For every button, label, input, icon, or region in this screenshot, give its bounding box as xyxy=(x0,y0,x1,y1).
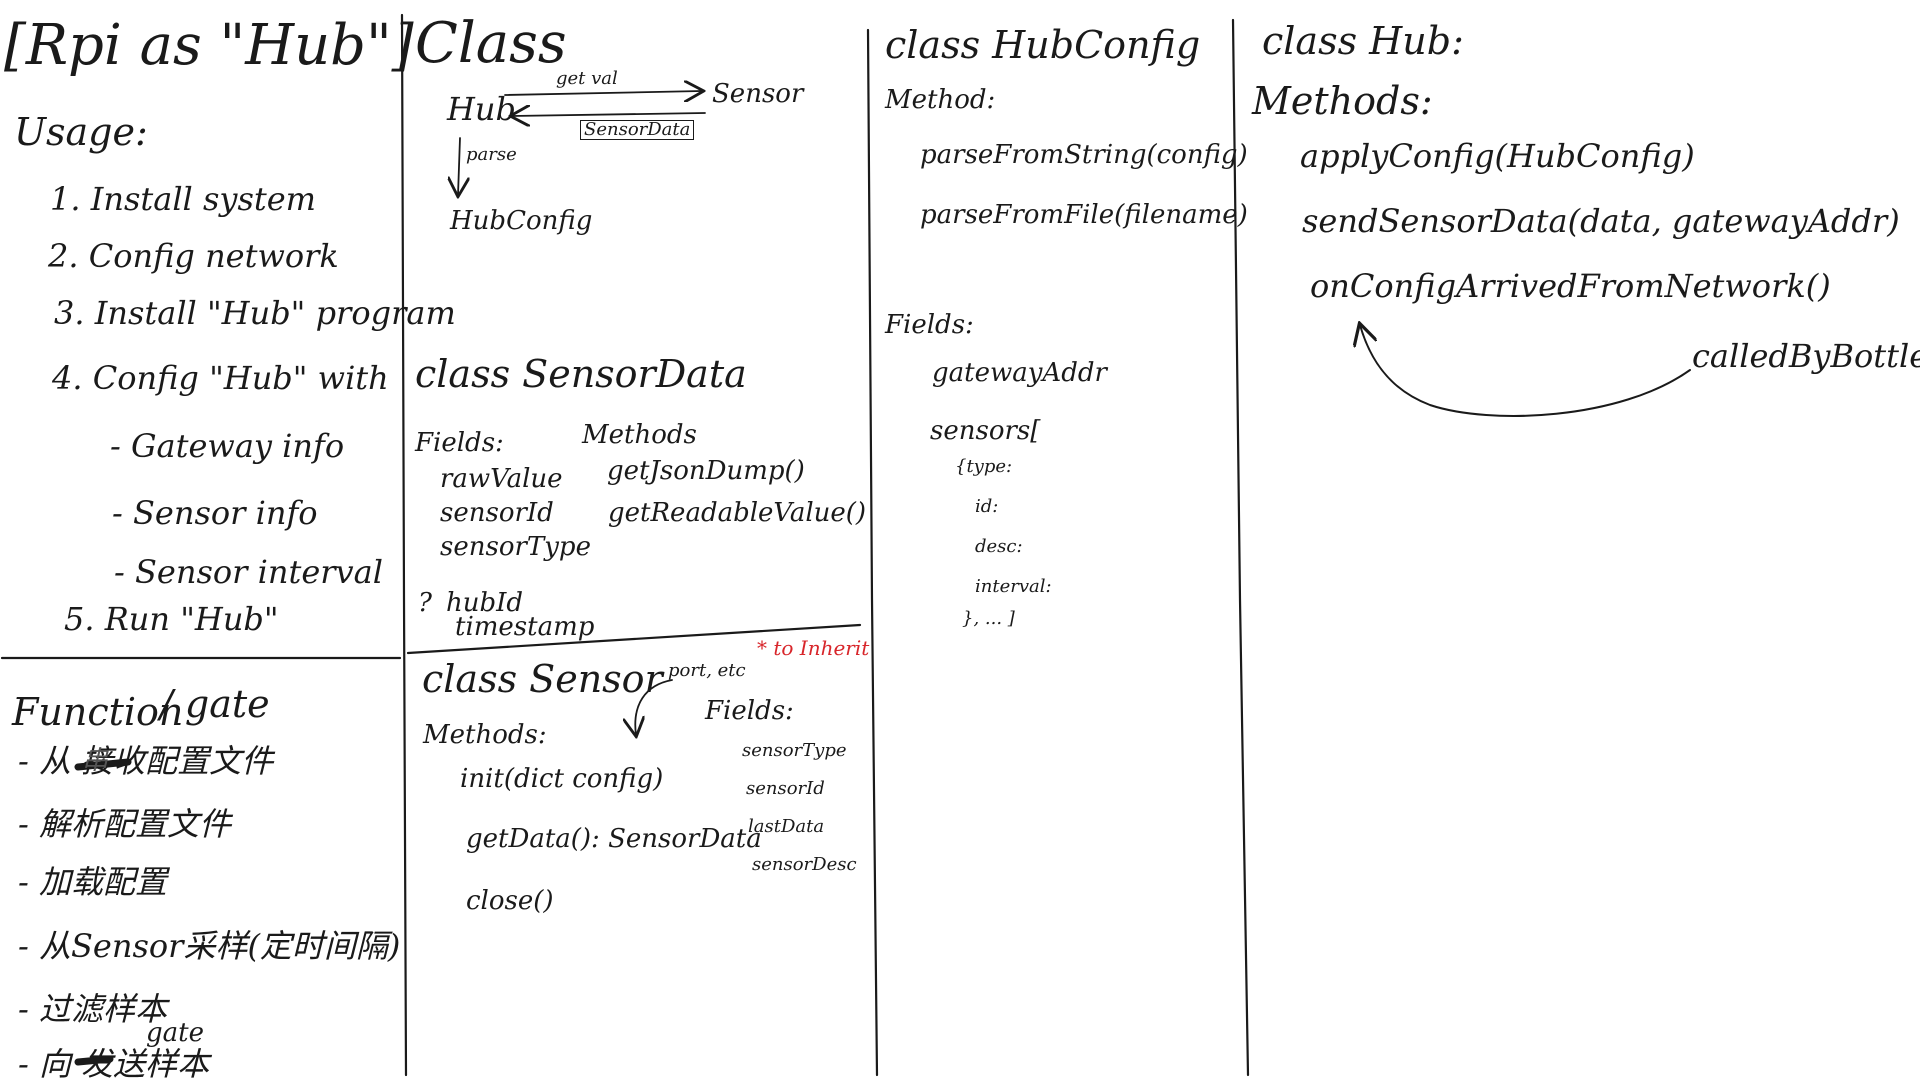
class-diagram-sensordata-box: SensorData xyxy=(580,120,695,140)
usage-substep-gateway: - Gateway info xyxy=(110,427,345,465)
sensordata-method-getreadablevalue: getReadableValue() xyxy=(608,498,867,528)
hubconfig-sensor-close: }, ... ] xyxy=(962,608,1015,629)
hub-called-by-bottle: calledByBottle xyxy=(1692,337,1920,375)
sensordata-method-getjsondump: getJsonDump() xyxy=(607,456,805,486)
hub-method-applyconfig: applyConfig(HubConfig) xyxy=(1300,137,1695,175)
sensordata-field-timestamp: timestamp xyxy=(455,612,595,642)
sensordata-field-sensorid: sensorId xyxy=(440,498,554,528)
usage-heading: Usage: xyxy=(14,110,148,154)
hubconfig-sensor-type: {type: xyxy=(955,456,1013,477)
arrow-parse xyxy=(458,137,460,195)
sensordata-methods-label: Methods xyxy=(582,420,697,450)
sensordata-field-sensortype: sensorType xyxy=(440,532,591,562)
class-diagram-get-val: get val xyxy=(556,68,618,89)
sensordata-fields-label: Fields: xyxy=(415,428,504,458)
sensor-method-init: init(dict config) xyxy=(460,764,664,794)
function-heading-suffix: / gate xyxy=(160,682,270,726)
function-item-2: - 解析配置文件 xyxy=(18,805,231,843)
sensor-class-inherit-note: * to Inherit xyxy=(757,636,870,660)
arrow-get-val xyxy=(504,91,702,95)
class-diagram-hub: Hub xyxy=(447,90,516,128)
arrow-sensor-to-hub xyxy=(512,113,706,116)
hubconfig-sensor-desc: desc: xyxy=(975,536,1023,557)
divider-2 xyxy=(866,28,879,1077)
sensor-field-sensortype: sensorType xyxy=(742,740,847,761)
sensordata-field-rawvalue: rawValue xyxy=(440,464,563,494)
sensor-class-note-port: port, etc xyxy=(668,660,746,681)
usage-step-2: 2. Config network xyxy=(48,237,339,275)
function-heading: Function xyxy=(12,690,184,734)
sensor-method-close: close() xyxy=(466,886,554,916)
hubconfig-method-parsefromfile: parseFromFile(filename) xyxy=(920,200,1248,230)
hub-method-sendsensordata: sendSensorData(data, gatewayAddr) xyxy=(1302,202,1900,240)
sensordata-optional-mark: ? xyxy=(418,588,432,618)
class-diagram-hubconfig: HubConfig xyxy=(450,206,593,236)
sensor-field-sensordesc: sensorDesc xyxy=(752,854,857,875)
hub-class-title: class Hub: xyxy=(1262,19,1464,63)
hub-method-onconfigarrived: onConfigArrivedFromNetwork() xyxy=(1310,267,1831,305)
function-item-1: - 从 接收配置文件 xyxy=(18,742,274,780)
arrow-port-etc xyxy=(635,679,673,735)
sensor-methods-label: Methods: xyxy=(423,720,547,750)
arrow-called-by-bottle xyxy=(1360,325,1691,417)
hubconfig-method-parsefromstring: parseFromString(config) xyxy=(920,140,1248,170)
divider-classes xyxy=(406,623,862,655)
function-gate-overwrite: gate xyxy=(146,1018,204,1048)
usage-substep-sensor: - Sensor info xyxy=(112,494,318,532)
hubconfig-field-sensors: sensors[ xyxy=(930,416,1041,446)
hubconfig-field-gatewayaddr: gatewayAddr xyxy=(932,358,1107,388)
divider-1 xyxy=(400,13,408,1077)
usage-substep-interval: - Sensor interval xyxy=(114,553,383,591)
sensordata-class-title: class SensorData xyxy=(415,352,747,396)
usage-step-3: 3. Install "Hub" program xyxy=(54,294,456,332)
function-struck-word: 串 xyxy=(82,746,109,776)
function-item-5: - 过滤样本 xyxy=(18,990,167,1028)
usage-step-5: 5. Run "Hub" xyxy=(64,600,279,638)
usage-step-1: 1. Install system xyxy=(50,180,317,218)
hubconfig-sensor-interval: interval: xyxy=(975,576,1052,597)
hubconfig-methods-label: Method: xyxy=(885,85,996,115)
hubconfig-sensor-id: id: xyxy=(975,496,999,517)
hubconfig-fields-label: Fields: xyxy=(885,310,974,340)
divider-3 xyxy=(1231,18,1250,1077)
sensor-field-sensorid: sensorId xyxy=(746,778,825,799)
sensor-field-lastdata: lastData xyxy=(748,816,825,837)
sensor-class-title: class Sensor xyxy=(422,657,663,701)
strike-mark-2 xyxy=(74,1055,114,1066)
class-diagram-sensor: Sensor xyxy=(712,79,804,109)
class-diagram-parse: parse xyxy=(466,144,517,165)
sensordata-field-hubid: hubId xyxy=(446,588,524,618)
function-item-4: - 从Sensor采样(定时间隔) xyxy=(18,927,401,965)
hub-methods-label: Methods: xyxy=(1252,79,1433,123)
sensor-fields-label: Fields: xyxy=(705,696,794,726)
sensor-method-getdata: getData(): SensorData xyxy=(466,824,762,854)
hubconfig-class-title: class HubConfig xyxy=(885,23,1201,67)
strike-mark xyxy=(74,758,132,771)
function-item-3: - 加载配置 xyxy=(18,863,167,901)
function-item-6: - 向 发送样本 xyxy=(18,1045,210,1083)
usage-step-4: 4. Config "Hub" with xyxy=(52,359,389,397)
usage-title: [Rpi as "Hub"] xyxy=(4,13,414,78)
class-diagram-title: Class xyxy=(415,11,567,76)
